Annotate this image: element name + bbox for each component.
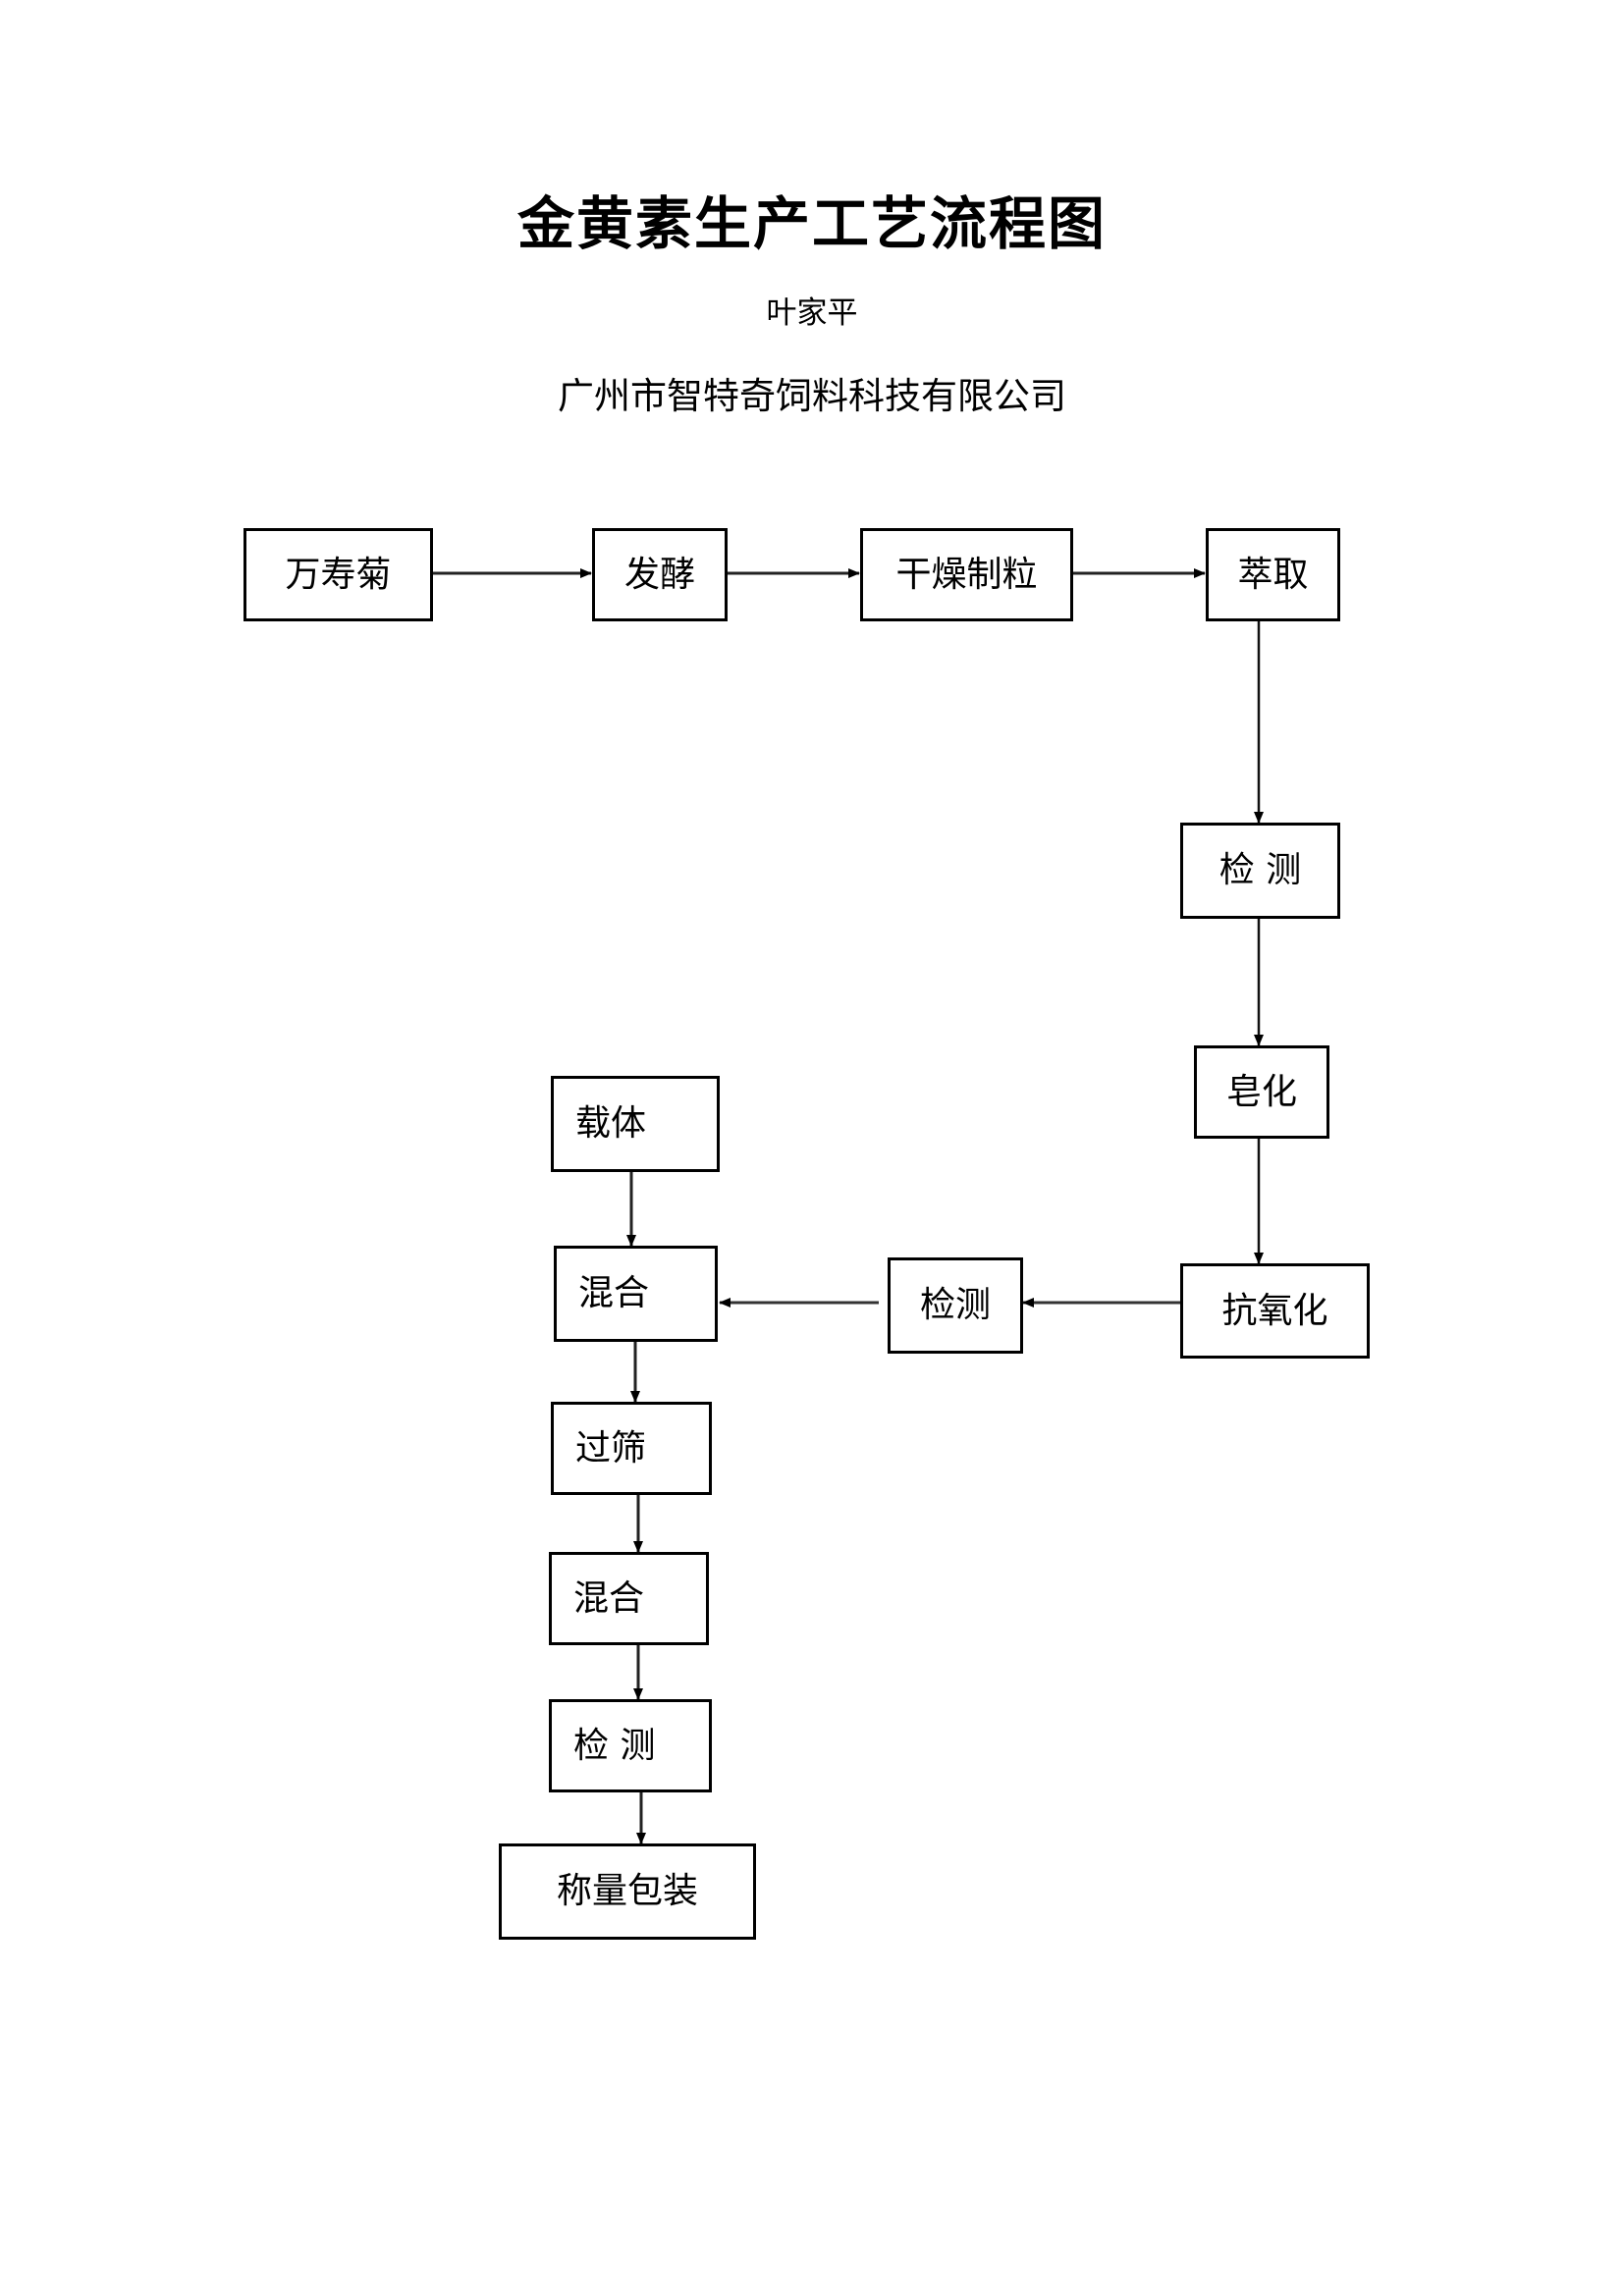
node-jiance-2: 检测 bbox=[888, 1257, 1023, 1354]
node-jiance-3: 检 测 bbox=[549, 1699, 712, 1792]
node-label: 过筛 bbox=[575, 1427, 647, 1468]
node-label: 称量包装 bbox=[556, 1871, 698, 1911]
node-guoshai: 过筛 bbox=[551, 1402, 712, 1495]
document-title: 金黄素生产工艺流程图 bbox=[516, 190, 1107, 257]
author-name: 叶家平 bbox=[766, 295, 858, 331]
node-label: 萃取 bbox=[1237, 554, 1309, 595]
node-zaohua: 皂化 bbox=[1194, 1045, 1329, 1139]
node-label: 检 测 bbox=[573, 1725, 656, 1766]
company-name: 广州市智特奇饲料科技有限公司 bbox=[558, 375, 1066, 417]
node-label: 发酵 bbox=[623, 554, 695, 595]
node-label: 万寿菊 bbox=[285, 554, 392, 595]
node-ganzao-zhili: 干燥制粒 bbox=[860, 528, 1073, 621]
node-label: 抗氧化 bbox=[1221, 1290, 1328, 1331]
node-label: 载体 bbox=[575, 1103, 647, 1144]
node-chengliang-baozhuang: 称量包装 bbox=[499, 1843, 756, 1940]
node-label: 混合 bbox=[573, 1577, 645, 1619]
node-label: 检测 bbox=[919, 1285, 991, 1325]
node-zaiti: 载体 bbox=[551, 1076, 720, 1172]
node-cuiqu: 萃取 bbox=[1206, 528, 1340, 621]
node-label: 皂化 bbox=[1225, 1071, 1297, 1112]
node-hunhe-1: 混合 bbox=[554, 1246, 718, 1342]
node-fajiao: 发酵 bbox=[592, 528, 728, 621]
node-kangyanghua: 抗氧化 bbox=[1180, 1263, 1370, 1359]
node-hunhe-2: 混合 bbox=[549, 1552, 709, 1645]
node-label: 干燥制粒 bbox=[895, 554, 1038, 595]
node-jiance-1: 检 测 bbox=[1180, 823, 1340, 919]
node-label: 检 测 bbox=[1218, 850, 1302, 890]
node-wanshouju: 万寿菊 bbox=[244, 528, 433, 621]
node-label: 混合 bbox=[578, 1273, 650, 1313]
